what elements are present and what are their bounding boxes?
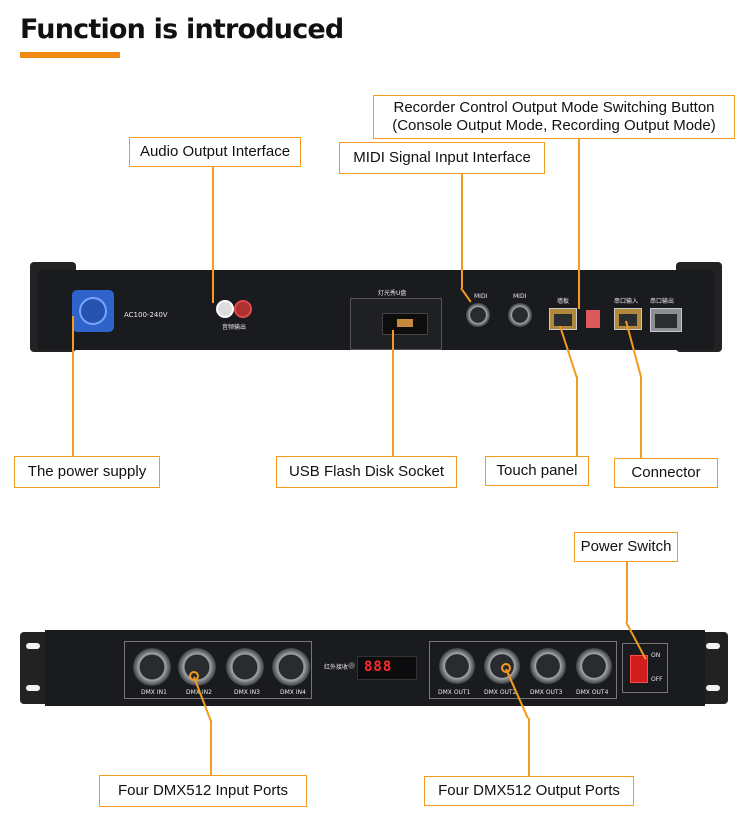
midi-leader-v <box>461 174 463 288</box>
powercon-socket <box>72 290 114 332</box>
power-switch-label: Power Switch <box>574 532 678 562</box>
dmx-in-3-label: DMX IN3 <box>234 689 260 696</box>
touch-panel-label: Touch panel <box>485 456 589 486</box>
title-underline <box>20 52 120 58</box>
dmx-out-1-label: DMX OUT1 <box>438 689 471 696</box>
dmx-input-group <box>124 641 312 699</box>
recorder-mode-label: Recorder Control Output Mode Switching B… <box>373 95 735 139</box>
power-supply-label: The power supply <box>14 456 160 488</box>
usb-socket-label: USB Flash Disk Socket <box>276 456 457 488</box>
usb-leader <box>392 330 394 456</box>
dmx-in-1-port <box>133 648 171 686</box>
dmx-out-2-label: DMX OUT2 <box>484 689 517 696</box>
power-switch-bezel <box>622 643 668 693</box>
connector-leader-v <box>640 376 642 458</box>
switch-off-label: OFF <box>651 676 663 683</box>
touch-panel-port <box>549 308 577 330</box>
serial-in-port <box>614 308 642 330</box>
audio-leader <box>212 167 214 303</box>
serial-out-port <box>650 308 682 332</box>
dmx-out-4-label: DMX OUT4 <box>576 689 609 696</box>
ear-hole <box>706 643 720 649</box>
dmx-in-dot <box>189 671 199 681</box>
midi-label-2: MIDI <box>513 293 527 300</box>
midi-in-port <box>466 303 490 327</box>
dmx-in-3-port <box>226 648 264 686</box>
dmx-in-4-label: DMX IN4 <box>280 689 306 696</box>
switch-on-label: ON <box>651 652 661 659</box>
touch-leader-v <box>576 376 578 456</box>
ear-hole <box>706 685 720 691</box>
page-title: Function is introduced <box>20 14 344 45</box>
dmx-output-group <box>429 641 617 699</box>
midi-out-port <box>508 303 532 327</box>
recorder-label-line2: (Console Output Mode, Recording Output M… <box>392 117 716 134</box>
midi-label-1: MIDI <box>474 293 488 300</box>
dmx-input-label: Four DMX512 Input Ports <box>99 775 307 807</box>
dmx-out-leader-v <box>528 718 530 776</box>
rca-red-jack <box>234 300 252 318</box>
dmx-out-4-port <box>576 648 612 684</box>
led-display: 888 <box>357 656 417 680</box>
dmx-out-1-port <box>439 648 475 684</box>
touch-label: 墙板 <box>557 298 570 305</box>
led-digits: 888 <box>364 659 393 675</box>
dmx-in-4-port <box>272 648 310 686</box>
serial-out-label: 串口输出 <box>650 298 675 305</box>
dmx-out-3-label: DMX OUT3 <box>530 689 563 696</box>
midi-input-label: MIDI Signal Input Interface <box>339 142 545 174</box>
serial-in-label: 串口输入 <box>614 298 639 305</box>
audio-out-label: 音频输出 <box>222 324 247 331</box>
recorder-leader <box>578 139 580 309</box>
audio-output-label: Audio Output Interface <box>129 137 301 167</box>
rca-white-jack <box>216 300 234 318</box>
voltage-label: AC100-240V <box>124 311 168 319</box>
ear-hole <box>26 685 40 691</box>
ear-hole <box>26 643 40 649</box>
power-leader <box>72 316 74 456</box>
usb-socket <box>382 313 428 335</box>
ir-label: 红外接收 <box>324 664 349 671</box>
dmx-in-leader-v <box>210 720 212 775</box>
dmx-out-3-port <box>530 648 566 684</box>
power-switch[interactable] <box>630 655 648 683</box>
dmx-out-dot <box>501 663 511 673</box>
ir-receiver <box>348 662 355 669</box>
dmx-in-2-port <box>178 648 216 686</box>
dmx-in-1-label: DMX IN1 <box>141 689 167 696</box>
connector-label: Connector <box>614 458 718 488</box>
dmx-output-label: Four DMX512 Output Ports <box>424 776 634 806</box>
recorder-label-line1: Recorder Control Output Mode Switching B… <box>393 99 715 116</box>
switch-leader-v <box>626 562 628 622</box>
usb-label: 灯光秀U盘 <box>378 290 407 297</box>
mode-switch-button[interactable] <box>586 310 600 328</box>
